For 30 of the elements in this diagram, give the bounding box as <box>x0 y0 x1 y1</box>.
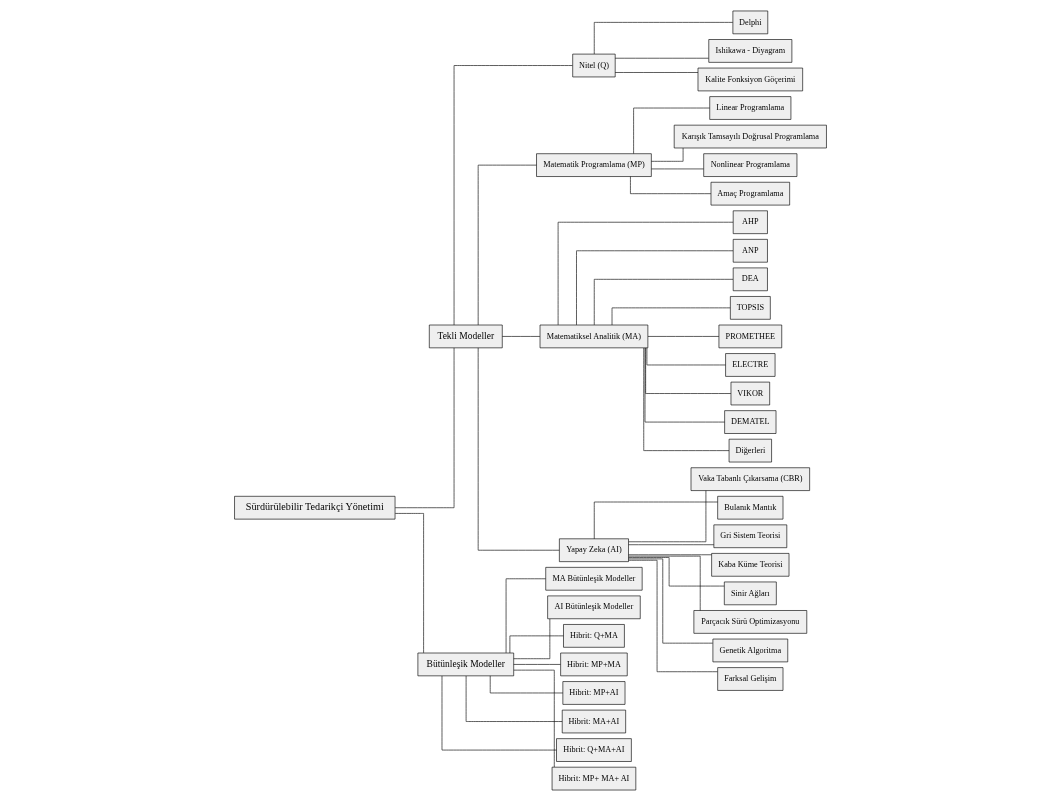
connector <box>477 164 537 326</box>
node-box: Bütünleşik Modeller <box>417 652 514 677</box>
connector <box>489 675 563 694</box>
connector <box>650 147 683 162</box>
node-box: Sürdürülebilir Tedarikçi Yönetimi <box>233 496 395 520</box>
connector <box>627 559 718 673</box>
connector <box>627 555 701 611</box>
connector <box>627 558 713 644</box>
connector <box>627 490 706 543</box>
connector <box>593 501 718 540</box>
connector <box>629 176 711 194</box>
connector <box>509 635 564 654</box>
connector <box>642 347 729 451</box>
node-box: Tekli Modeller <box>428 324 503 349</box>
connector <box>627 557 724 587</box>
connector <box>647 336 719 337</box>
connector <box>627 544 714 546</box>
connector <box>512 664 561 665</box>
connector <box>632 107 710 154</box>
connector <box>441 675 557 751</box>
connector <box>513 669 555 768</box>
connector <box>644 347 731 394</box>
connector <box>646 347 726 366</box>
connector <box>627 554 712 556</box>
connector <box>614 57 709 59</box>
connector <box>575 250 733 326</box>
connector <box>614 72 698 73</box>
connector <box>501 336 540 337</box>
connector <box>644 347 725 423</box>
connector <box>465 675 562 722</box>
